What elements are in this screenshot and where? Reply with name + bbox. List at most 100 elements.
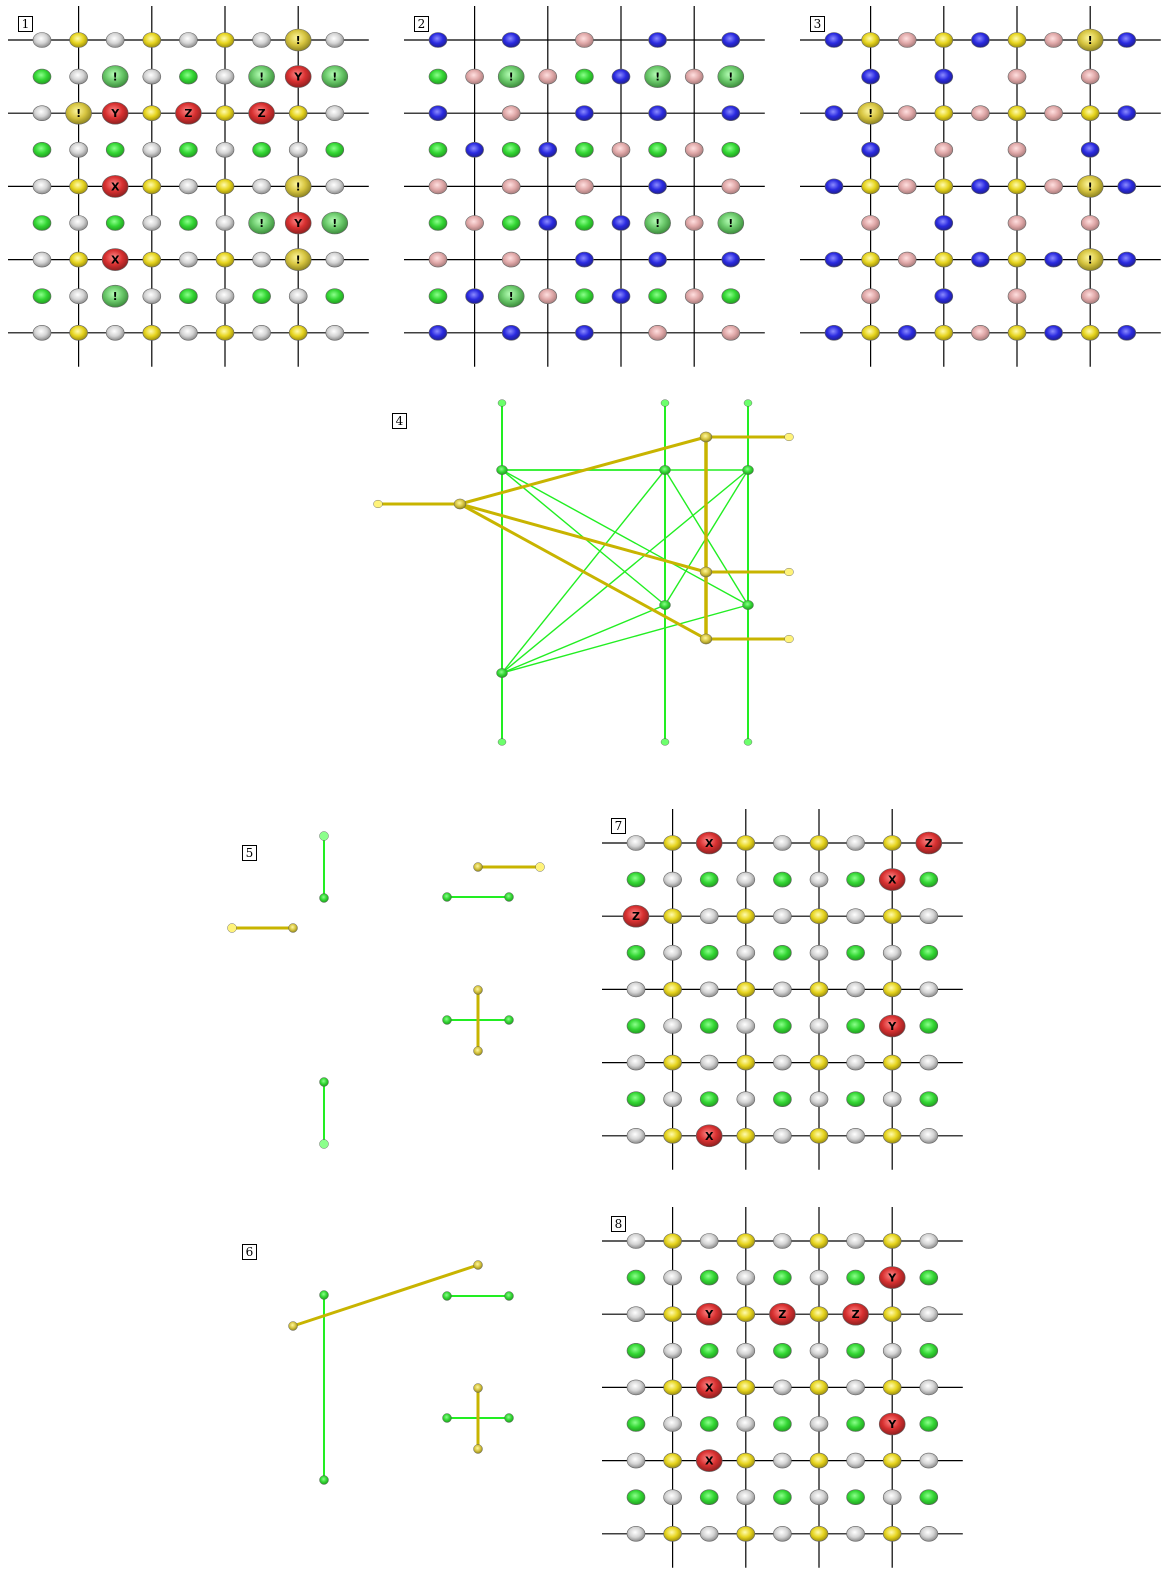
graph-node-yellow <box>699 566 713 578</box>
node-p3-r8-c8 <box>1117 324 1137 341</box>
node-p2-r5-c8-glyph: ! <box>728 217 733 230</box>
node-p8-r6-c2 <box>695 1449 723 1472</box>
node-p1-r5-c0 <box>32 215 52 231</box>
node-p3-r0-c7-glyph: ! <box>1088 34 1093 47</box>
node-p7-r0-c4 <box>773 835 792 851</box>
node-p8-r0-c7 <box>882 1233 902 1249</box>
node-p1-r0-c2 <box>105 32 125 48</box>
node-p7-r8-c8 <box>919 1128 939 1144</box>
node-p8-r6-c6 <box>846 1452 865 1469</box>
fragment-terminal-yellow <box>535 862 545 872</box>
node-p1-r6-c4 <box>179 251 198 268</box>
node-p2-r3-c4 <box>575 142 594 158</box>
node-p2-r7-c3 <box>538 288 558 305</box>
node-p2-r1-c2 <box>497 65 525 88</box>
node-p7-r6-c6 <box>846 1054 865 1071</box>
node-p7-r7-c5 <box>809 1091 829 1107</box>
node-p7-r7-c6 <box>846 1091 865 1107</box>
node-p3-r0-c2 <box>897 32 917 48</box>
node-p3-r1-c7 <box>1080 68 1100 85</box>
node-p3-r2-c0 <box>824 105 844 121</box>
node-p7-r7-c1 <box>663 1091 682 1107</box>
node-p8-r5-c3 <box>736 1416 756 1432</box>
node-p1-r6-c2 <box>101 248 129 271</box>
node-p3-r4-c6 <box>1044 178 1063 195</box>
node-p8-r0-c3 <box>736 1233 756 1249</box>
node-p1-r1-c3 <box>142 68 162 85</box>
node-p8-r3-c2 <box>699 1343 719 1359</box>
node-p7-r3-c0 <box>626 944 646 961</box>
yellow-edge <box>459 502 707 574</box>
node-p7-r2-c1 <box>663 908 682 925</box>
node-p7-r8-c2-glyph: X <box>705 1130 714 1143</box>
node-p8-r1-c8 <box>919 1269 939 1286</box>
node-p2-r4-c8 <box>721 178 741 195</box>
node-p3-r3-c7 <box>1080 142 1100 158</box>
node-p1-r6-c7 <box>284 248 312 271</box>
fragment-terminal-green <box>319 1139 329 1149</box>
node-p2-r4-c4 <box>575 178 594 195</box>
node-p8-r5-c7 <box>878 1412 906 1436</box>
node-p8-r6-c7 <box>882 1452 902 1469</box>
node-p8-r2-c6-glyph: Z <box>852 1308 860 1321</box>
fragment-node-green <box>442 1015 452 1025</box>
node-p8-r3-c6 <box>846 1343 865 1359</box>
node-p7-r6-c7 <box>882 1054 902 1071</box>
node-p7-r7-c2 <box>699 1091 719 1107</box>
node-p7-r4-c5 <box>809 981 829 998</box>
fragment-node-green <box>442 892 452 902</box>
node-p3-r6-c7-glyph: ! <box>1088 254 1093 267</box>
node-p2-r6-c4 <box>575 251 594 268</box>
node-p3-r2-c2 <box>897 105 917 121</box>
node-p1-r6-c7-glyph: ! <box>296 254 301 267</box>
node-p7-r7-c8 <box>919 1091 939 1107</box>
node-p7-r6-c2 <box>699 1054 719 1071</box>
panel-label-2: 2 <box>414 16 429 32</box>
node-p8-r8-c2 <box>699 1526 719 1542</box>
node-p1-r7-c2-glyph: ! <box>113 290 118 303</box>
node-p8-r6-c8 <box>919 1452 939 1469</box>
node-p1-r0-c0 <box>32 32 52 48</box>
node-p8-r1-c6 <box>846 1269 865 1286</box>
node-p7-r0-c0 <box>626 835 646 851</box>
node-p3-r8-c1 <box>861 324 880 341</box>
node-p7-r4-c2 <box>699 981 719 998</box>
node-p2-r0-c4 <box>575 32 594 48</box>
node-p1-r5-c5 <box>215 215 235 231</box>
node-p1-r1-c8 <box>321 65 349 88</box>
node-p1-r1-c6-glyph: ! <box>259 71 264 84</box>
node-p8-r2-c8 <box>919 1306 939 1322</box>
node-p1-r4-c2-glyph: X <box>111 180 120 193</box>
node-p1-r0-c7 <box>284 28 312 52</box>
node-p8-r5-c6 <box>846 1416 865 1432</box>
node-p2-r1-c4 <box>575 68 594 85</box>
node-p2-r5-c1 <box>465 215 484 231</box>
yellow-edge <box>459 502 707 641</box>
node-p1-r8-c1 <box>69 324 88 341</box>
node-p8-r8-c3 <box>736 1526 756 1542</box>
node-p7-r1-c7-glyph: X <box>888 874 897 887</box>
node-p7-r5-c1 <box>663 1018 682 1034</box>
node-p2-r1-c6-glyph: ! <box>655 71 660 84</box>
node-p3-r7-c1 <box>861 288 880 305</box>
node-p3-r0-c5 <box>1007 32 1027 48</box>
node-p3-r6-c2 <box>897 251 917 268</box>
node-p8-r4-c5 <box>809 1379 829 1396</box>
fragment-edge-yellow <box>292 1263 479 1328</box>
node-p8-r2-c4 <box>769 1302 796 1326</box>
graph-terminal-green <box>660 738 670 746</box>
node-p1-r3-c1 <box>69 142 88 158</box>
node-p1-r8-c0 <box>32 324 52 341</box>
node-p1-r0-c6 <box>252 32 271 48</box>
node-p2-r3-c6 <box>648 142 667 158</box>
node-p1-r8-c5 <box>215 324 235 341</box>
node-p1-r8-c6 <box>252 324 271 341</box>
node-p7-r0-c6 <box>846 835 865 851</box>
fragment-node-yellow <box>288 1321 298 1331</box>
node-p3-r7-c3 <box>934 288 954 305</box>
node-p3-r1-c1 <box>861 68 880 85</box>
node-p1-r8-c2 <box>105 324 125 341</box>
node-p1-r1-c6 <box>248 65 275 88</box>
node-p8-r7-c5 <box>809 1489 829 1505</box>
node-p1-r7-c8 <box>325 288 345 305</box>
